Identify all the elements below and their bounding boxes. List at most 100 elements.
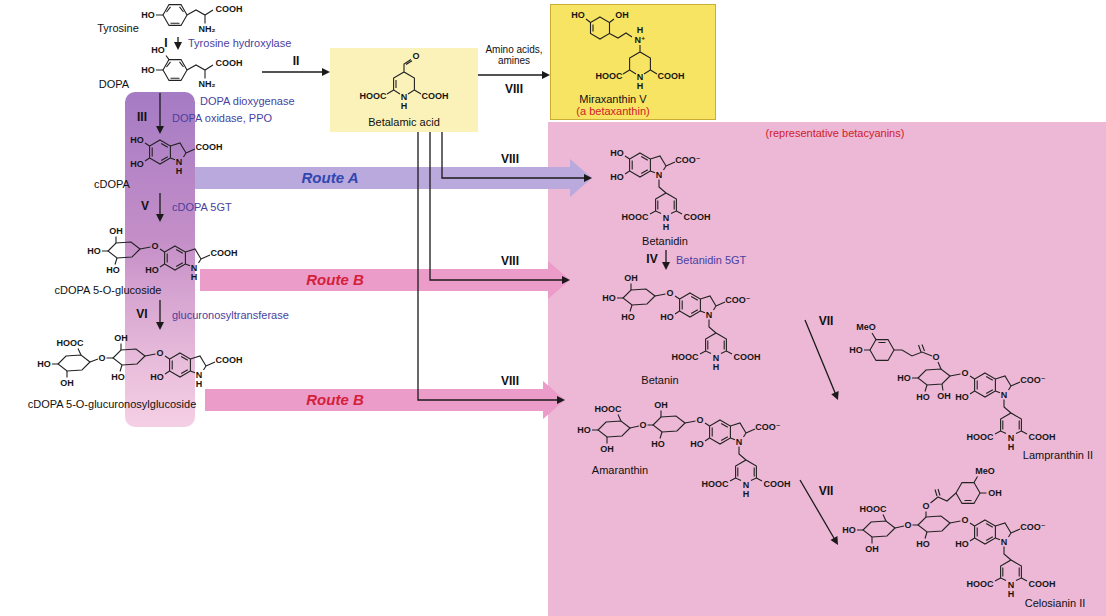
reaction-arrow [418, 132, 565, 404]
structure-line [160, 246, 210, 270]
atom-label: HO [151, 45, 165, 55]
compound-name: Amaranthin [592, 464, 648, 477]
atom-label: COO⁻ [1020, 522, 1045, 532]
atom-label: COO⁻ [1020, 375, 1045, 385]
step-number: VII [819, 485, 834, 499]
atom-label: HO [141, 10, 155, 20]
atom-label: O [961, 515, 968, 525]
enzyme-label: cDOPA 5GT [172, 201, 232, 214]
step-number: VIII [505, 83, 523, 97]
step-number: I [164, 37, 167, 51]
compound-name: Celosianin II [1025, 597, 1086, 610]
arrow-line [159, 300, 160, 324]
structure-line [163, 5, 187, 26]
atom-label: N [176, 157, 183, 167]
atom-label: HO [955, 539, 969, 549]
structure-line [108, 242, 140, 258]
atom-label: HO [87, 246, 101, 256]
atom-label: N [1008, 433, 1015, 443]
atom-label: HO [141, 65, 155, 75]
atom-label: COOH [658, 71, 685, 81]
product-box: Betalamic acid [330, 48, 478, 132]
atom-label: OH [654, 400, 668, 410]
atom-label: HO [690, 439, 704, 449]
atom-label: COOH [216, 355, 243, 365]
structure-line [156, 7, 213, 24]
atom-label: HO [916, 539, 930, 549]
step-number: VIII [501, 153, 519, 167]
compound-name: Tyrosine [97, 22, 139, 35]
atom-label: O [151, 241, 158, 251]
route-arrow [250, 159, 592, 197]
arrow-line [177, 37, 178, 44]
route-band [125, 92, 195, 427]
atom-label: N [196, 370, 203, 380]
atom-label: HOOC [967, 579, 994, 589]
atom-label: N [637, 72, 644, 82]
atom-label: COOH [764, 479, 791, 489]
atom-label: HO [660, 312, 674, 322]
arrow-head [174, 42, 182, 50]
reaction-arrow [156, 300, 164, 330]
arrow-line [418, 132, 559, 400]
compound-name: DOPA [99, 78, 129, 91]
atom-label: COO⁻ [675, 155, 700, 165]
structure-line [102, 237, 151, 265]
reaction-arrow [156, 93, 164, 134]
arrow-line [430, 132, 564, 280]
reaction-arrow [156, 193, 164, 222]
atom-label: O [696, 415, 703, 425]
route-label: Route B [306, 271, 364, 288]
atom-label: HO [621, 312, 635, 322]
route-arrow [262, 261, 570, 299]
step-number: VIII [501, 255, 519, 269]
route-arrow [262, 381, 565, 419]
atom-label: HO [577, 425, 591, 435]
enzyme-label: Amino acids, amines [479, 44, 549, 66]
atom-label: H [191, 272, 198, 282]
route-label: Route B [306, 391, 364, 408]
structure-line [113, 349, 145, 365]
atom-label: HOOC [57, 338, 84, 348]
atom-label: HOOC [596, 71, 623, 81]
atom-label: N [1008, 580, 1015, 590]
compound-name: Betalamic acid [368, 116, 440, 129]
atom-label: HO [145, 265, 159, 275]
atom-label: OH [937, 391, 951, 401]
atom-label: H [637, 81, 644, 91]
compound-name: Miraxanthin V [579, 93, 646, 106]
atom-label: HO [849, 345, 863, 355]
compound-name: (a betaxanthin) [576, 105, 649, 118]
step-number: VI [136, 308, 147, 322]
atom-label: COO⁻ [725, 295, 750, 305]
compound: DOPA [90, 50, 262, 93]
enzyme-label: glucuronosyltransferase [172, 309, 289, 322]
atom-label: OH [615, 10, 629, 20]
atom-label: HO [130, 159, 144, 169]
atom-label: N [191, 263, 198, 273]
atom-label: HO [571, 10, 585, 20]
atom-label: COOH [216, 58, 243, 68]
atom-label: O [156, 348, 163, 358]
atom-label: OH [988, 488, 1002, 498]
atom-label: N [713, 353, 720, 363]
atom-label: N [1001, 390, 1008, 400]
compound-name: Betanidin [642, 235, 688, 248]
cdopa-structure [145, 140, 195, 164]
atom-label: OH [600, 444, 614, 454]
tyrosine-structure [156, 5, 213, 26]
atom-label: MeO [856, 322, 876, 332]
atom-label: HO [897, 373, 911, 383]
arrow-line [262, 71, 324, 72]
enzyme-label: DOPA dioxygenase [200, 95, 295, 108]
route-band [200, 269, 264, 291]
atom-label: HO [610, 172, 624, 182]
structure-line [156, 56, 213, 79]
atom-label: HO [916, 392, 930, 402]
arrow-line [159, 193, 160, 216]
step-number: III [137, 111, 147, 125]
atom-label: MeO [975, 466, 995, 476]
compound-name: cDOPA 5-O-glucuronosylglucoside [28, 398, 197, 411]
